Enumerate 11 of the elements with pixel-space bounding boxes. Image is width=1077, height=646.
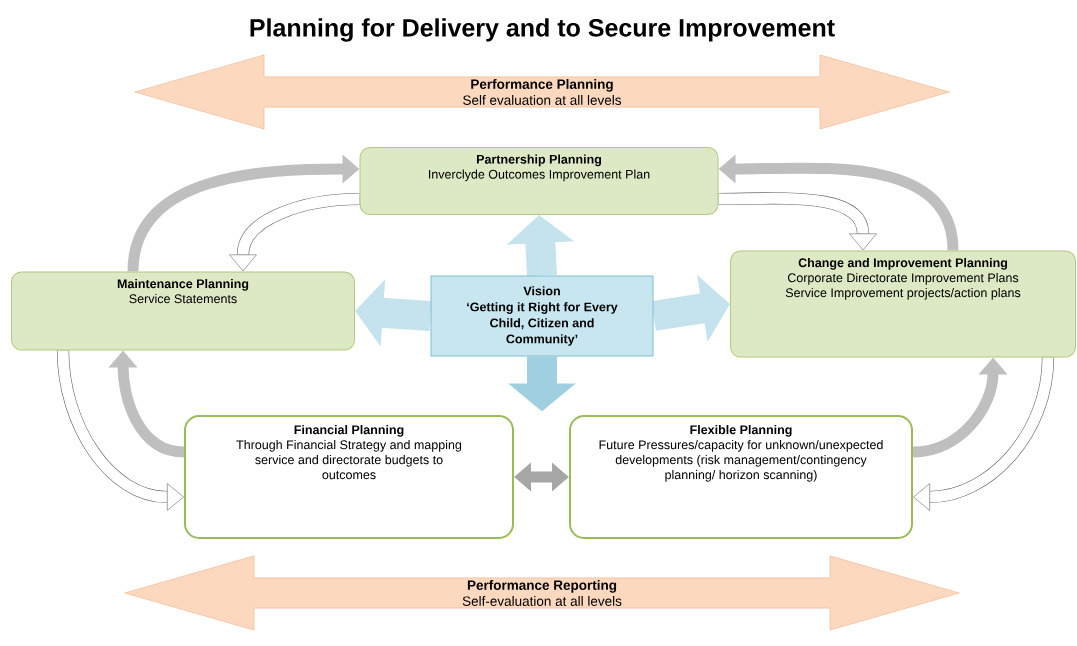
curved-arrow bbox=[229, 192, 360, 272]
curved-arrow bbox=[718, 192, 877, 251]
title: Planning for Delivery and to Secure Improvement bbox=[250, 18, 835, 42]
planning-box: Partnership Planning Inverclyde Outcomes Improvement Plan bbox=[359, 147, 719, 215]
planning-box: Change and Improvement Planning Corporate Directorate Improvement Plans Service Improvement projects/action plans bbox=[730, 250, 1076, 358]
planning-box: Flexible Planning Future Pressures/capacity for unknown/unexpected developments (risk management/contingency planning/ horizon scanning) bbox=[569, 415, 913, 539]
curved-arrow bbox=[913, 357, 1055, 511]
planning-box: Financial Planning Through Financial Strategy and mapping service and directorate budgets to outcomes bbox=[184, 415, 514, 539]
vision-box: Vision ‘Getting it Right for Every Child, Citizen and Community’ bbox=[430, 275, 654, 357]
curved-arrow bbox=[56, 350, 184, 511]
planning-box: Maintenance Planning Service Statements bbox=[11, 271, 355, 351]
